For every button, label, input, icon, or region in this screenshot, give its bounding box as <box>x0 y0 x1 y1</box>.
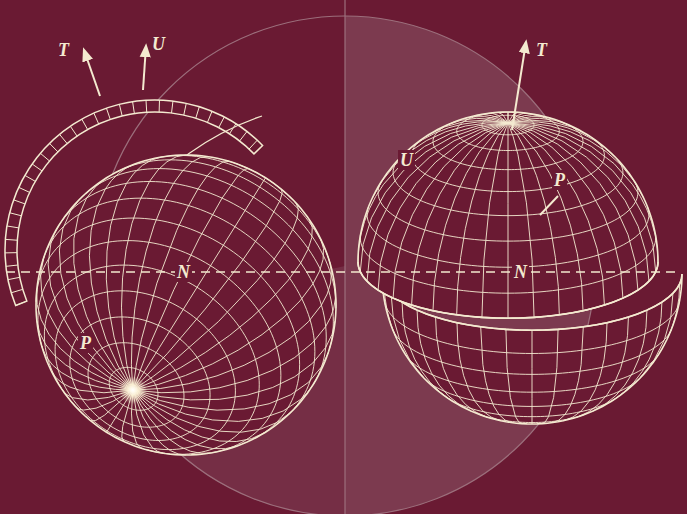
shell-grid <box>19 187 30 192</box>
shell-grid <box>159 100 160 112</box>
shell-grid <box>196 107 200 118</box>
shell-grid <box>184 103 187 115</box>
axis-label: T <box>534 40 549 60</box>
axis-arrow <box>512 42 526 130</box>
shell-grid <box>172 101 173 113</box>
shell-grid <box>82 119 88 129</box>
shell-grid <box>219 117 225 128</box>
axis-label: U <box>398 150 415 170</box>
shell-grid <box>40 153 49 161</box>
shell-grid <box>60 134 68 143</box>
pointer-line <box>540 196 558 215</box>
shell-grid <box>70 126 77 136</box>
shell-grid <box>10 213 22 216</box>
shell-grid <box>5 252 17 253</box>
axis-arrow <box>84 50 100 96</box>
shell-grid <box>119 104 122 116</box>
shell-grid <box>32 164 42 171</box>
axis-label: P <box>78 333 93 353</box>
graticule <box>36 155 336 455</box>
axis-line <box>344 0 345 514</box>
shell-grid <box>5 239 17 241</box>
globe-outline <box>358 112 658 318</box>
axis-label: N <box>512 262 529 282</box>
axis-arrow <box>143 46 146 90</box>
axis-label: T <box>56 40 71 60</box>
shell-grid <box>146 100 148 112</box>
shell-grid <box>25 175 35 181</box>
graticule <box>358 112 658 318</box>
upper-hemisphere <box>358 112 658 318</box>
equator-dashed-line <box>6 271 681 273</box>
shell-grid <box>16 301 27 305</box>
shell-grid <box>240 132 247 141</box>
pole-glow <box>119 376 147 404</box>
shell-grid <box>7 226 19 228</box>
shell-grid <box>11 289 23 292</box>
shell-grid <box>133 102 135 114</box>
left-sphere <box>36 155 336 455</box>
shell-grid <box>6 265 18 266</box>
axis-label: P <box>552 170 567 190</box>
cut-edge <box>358 262 658 318</box>
shell-grid <box>249 140 257 149</box>
shell-grid <box>8 277 20 279</box>
axis-label: U <box>150 34 167 54</box>
shell-grid <box>94 113 99 124</box>
shell-grid <box>50 143 58 152</box>
globe-outline <box>36 155 336 455</box>
shell-grid <box>207 111 212 122</box>
shell-grid <box>106 108 110 119</box>
shell-grid <box>14 200 25 204</box>
axis-label: N <box>175 262 192 282</box>
